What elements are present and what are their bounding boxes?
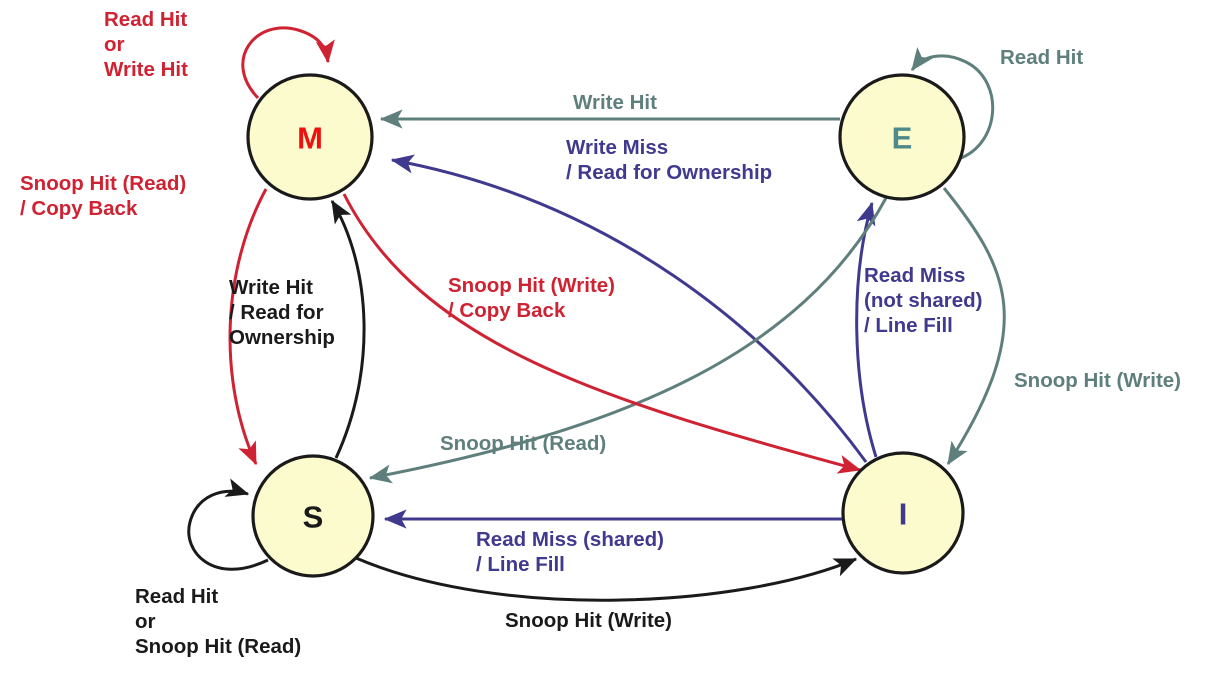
edge-label-line: Snoop Hit (Read) — [135, 635, 301, 658]
edge-label-e-to-s: Snoop Hit (Read) — [440, 432, 606, 455]
node-e-circle[interactable] — [838, 73, 966, 201]
edge-label-line: Write Hit — [104, 58, 188, 81]
edge-label-line: / Read for — [229, 301, 324, 324]
edge-label-line: Read Hit — [135, 585, 218, 608]
edge-label-i-to-m: Write Miss/ Read for Ownership — [566, 136, 772, 184]
edge-i-to-m[interactable] — [390, 154, 868, 463]
edge-label-e-to-m: Write Hit — [573, 91, 657, 114]
edge-label-line: Write Hit — [229, 276, 313, 299]
edge-label-line: / Read for Ownership — [566, 161, 772, 184]
edge-e-to-s[interactable] — [368, 197, 888, 484]
edge-m-to-s[interactable] — [228, 188, 268, 466]
edge-label-line: Snoop Hit (Write) — [1014, 369, 1181, 392]
nodes-layer: M E S I — [246, 73, 966, 578]
edge-s-to-m[interactable] — [330, 199, 366, 459]
edge-label-line: / Copy Back — [20, 197, 138, 220]
edge-label-line: / Line Fill — [864, 314, 953, 337]
edge-label-line: Snoop Hit (Read) — [440, 432, 606, 455]
node-m-circle[interactable] — [246, 73, 374, 201]
edges-layer — [187, 26, 1006, 602]
edge-label-line: Snoop Hit (Write) — [505, 609, 672, 632]
node-s-label: S — [303, 500, 324, 535]
edge-label-line: Snoop Hit (Write) — [448, 274, 615, 297]
node-e-label: E — [892, 121, 913, 156]
edge-label-e-to-i: Snoop Hit (Write) — [1014, 369, 1181, 392]
edge-s-self-loop[interactable] — [187, 478, 269, 571]
node-i[interactable]: I — [841, 451, 965, 575]
edge-label-line: Ownership — [229, 326, 335, 349]
edge-e-to-i[interactable] — [942, 187, 1006, 466]
edge-e-self-loop[interactable] — [910, 46, 995, 162]
node-m[interactable]: M — [246, 73, 374, 201]
edge-label-line: (not shared) — [864, 289, 982, 312]
edge-label-i-to-e: Read Miss(not shared)/ Line Fill — [864, 264, 982, 337]
edge-label-e-self: Read Hit — [1000, 46, 1083, 69]
edge-label-line: Read Miss — [864, 264, 965, 287]
edge-label-line: / Copy Back — [448, 299, 566, 322]
edge-label-line: Read Hit — [104, 8, 187, 31]
node-i-circle[interactable] — [841, 451, 965, 575]
edge-label-line: or — [104, 33, 125, 56]
edge-label-m-to-i: Snoop Hit (Write)/ Copy Back — [448, 274, 615, 322]
edge-label-i-to-s: Read Miss (shared)/ Line Fill — [476, 528, 664, 576]
node-s-circle[interactable] — [251, 454, 375, 578]
edge-label-line: Write Hit — [573, 91, 657, 114]
edge-label-m-to-s: Snoop Hit (Read)/ Copy Back — [20, 172, 186, 220]
node-m-label: M — [297, 121, 323, 156]
edge-label-line: Snoop Hit (Read) — [20, 172, 186, 195]
node-e[interactable]: E — [838, 73, 966, 201]
node-s[interactable]: S — [251, 454, 375, 578]
edge-label-line: or — [135, 610, 156, 633]
edge-m-self-loop[interactable] — [241, 26, 335, 100]
edge-label-line: Read Miss (shared) — [476, 528, 664, 551]
edge-s-to-i[interactable] — [355, 556, 858, 602]
edge-label-line: Read Hit — [1000, 46, 1083, 69]
edge-m-to-i[interactable] — [342, 193, 862, 474]
node-i-label: I — [899, 497, 908, 532]
edge-label-line: / Line Fill — [476, 553, 565, 576]
edge-label-line: Write Miss — [566, 136, 668, 159]
edge-label-s-to-i: Snoop Hit (Write) — [505, 609, 672, 632]
